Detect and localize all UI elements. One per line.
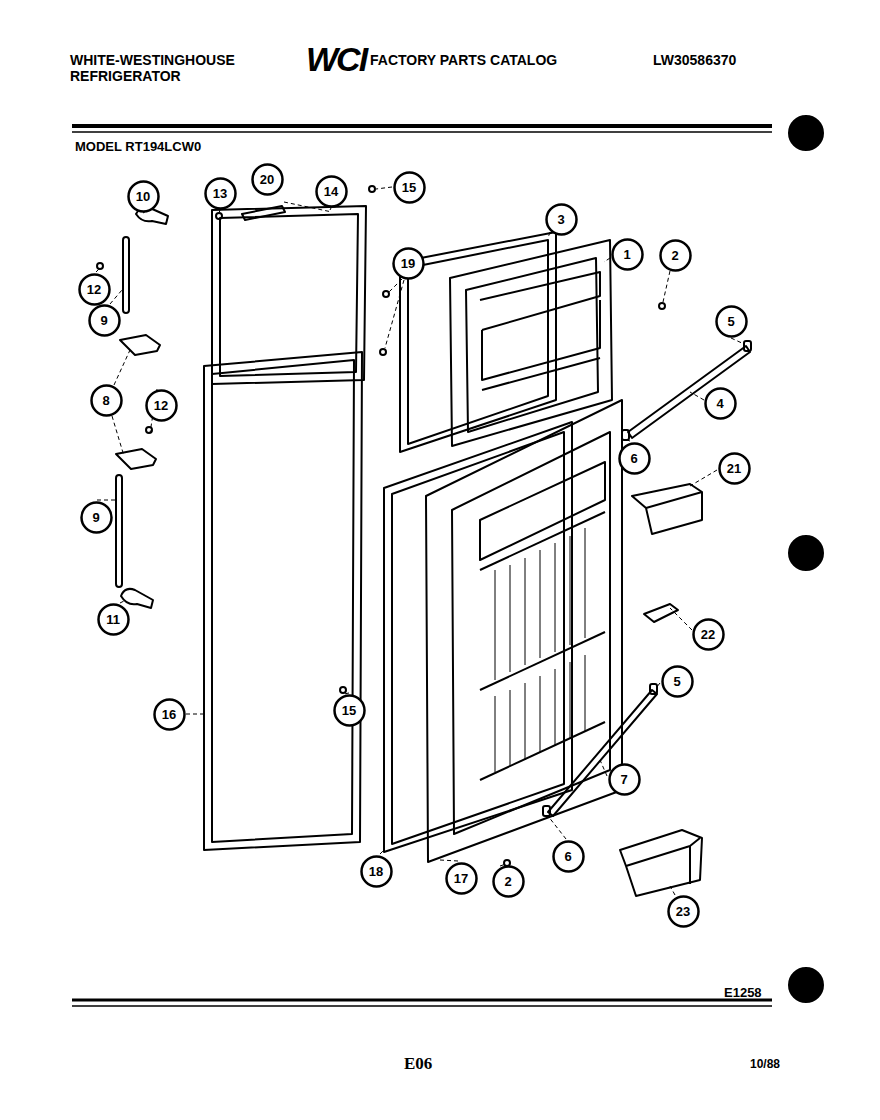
- callout-number: 1: [623, 247, 630, 262]
- callout-circle: 5: [715, 305, 748, 338]
- callout-number: 21: [727, 461, 741, 476]
- callout-number: 19: [401, 256, 415, 271]
- callout-number: 5: [673, 674, 680, 689]
- callout-circle: 15: [393, 171, 426, 204]
- callout-number: 5: [727, 314, 734, 329]
- callout-circle: 10: [127, 180, 160, 213]
- catalog-title: FACTORY PARTS CATALOG: [370, 52, 630, 68]
- callout-circle: 16: [153, 698, 186, 731]
- callout-number: 18: [369, 864, 383, 879]
- callout-number: 17: [454, 871, 468, 886]
- callout-number: 15: [402, 180, 416, 195]
- callout-circle: 2: [492, 865, 525, 898]
- callout-circle: 13: [204, 177, 237, 210]
- callout-number: 13: [213, 186, 227, 201]
- callout-circle: 12: [78, 273, 111, 306]
- callout-number: 6: [564, 849, 571, 864]
- callout-number: 14: [324, 184, 338, 199]
- callout-circle: 8: [90, 384, 123, 417]
- callout-circle: 20: [251, 163, 284, 196]
- callout-number: 2: [504, 874, 511, 889]
- callout-number: 15: [342, 703, 356, 718]
- brand-logo: WCI: [306, 40, 372, 79]
- callout-circle: 15: [333, 694, 366, 727]
- callout-number: 6: [630, 451, 637, 466]
- callout-circle: 4: [704, 387, 737, 420]
- callout-number: 9: [92, 510, 99, 525]
- callout-number: 12: [154, 398, 168, 413]
- date-code: 10/88: [750, 1058, 810, 1072]
- callout-number: 12: [87, 282, 101, 297]
- callout-circle: 6: [552, 840, 585, 873]
- callout-circle: 17: [445, 862, 478, 895]
- callout-circle: 5: [661, 665, 694, 698]
- figure-code: E1258: [724, 986, 794, 1001]
- callout-circle: 9: [88, 304, 121, 337]
- callout-number: 3: [557, 212, 564, 227]
- callout-circle: 19: [392, 247, 425, 280]
- callout-number: 11: [106, 612, 120, 627]
- callout-circle: 18: [360, 855, 393, 888]
- callout-circle: 22: [692, 618, 725, 651]
- callout-number: 8: [102, 393, 109, 408]
- page-code: E06: [404, 1054, 464, 1074]
- callout-circle: 1: [611, 238, 644, 271]
- callout-number: 9: [100, 313, 107, 328]
- callout-circle: 6: [618, 442, 651, 475]
- brand-name: WHITE-WESTINGHOUSE REFRIGERATOR: [70, 52, 245, 84]
- callout-number: 7: [620, 772, 627, 787]
- catalog-number: LW30586370: [653, 52, 793, 68]
- model-number: MODEL RT194LCW0: [75, 140, 275, 155]
- callout-circle: 14: [315, 175, 348, 208]
- callout-circle: 9: [80, 501, 113, 534]
- callout-number: 2: [671, 248, 678, 263]
- callout-number: 4: [716, 396, 723, 411]
- callout-circle: 21: [718, 452, 751, 485]
- callout-circle: 3: [545, 203, 578, 236]
- callout-circle: 12: [145, 389, 178, 422]
- callout-circle: 23: [667, 895, 700, 928]
- callout-circle: 11: [97, 603, 130, 636]
- callout-circle: 7: [608, 763, 641, 796]
- callout-number: 10: [136, 189, 150, 204]
- callout-number: 23: [676, 904, 690, 919]
- callout-circle: 2: [659, 239, 692, 272]
- callout-number: 20: [260, 172, 274, 187]
- callout-number: 16: [162, 707, 176, 722]
- callout-number: 22: [701, 627, 715, 642]
